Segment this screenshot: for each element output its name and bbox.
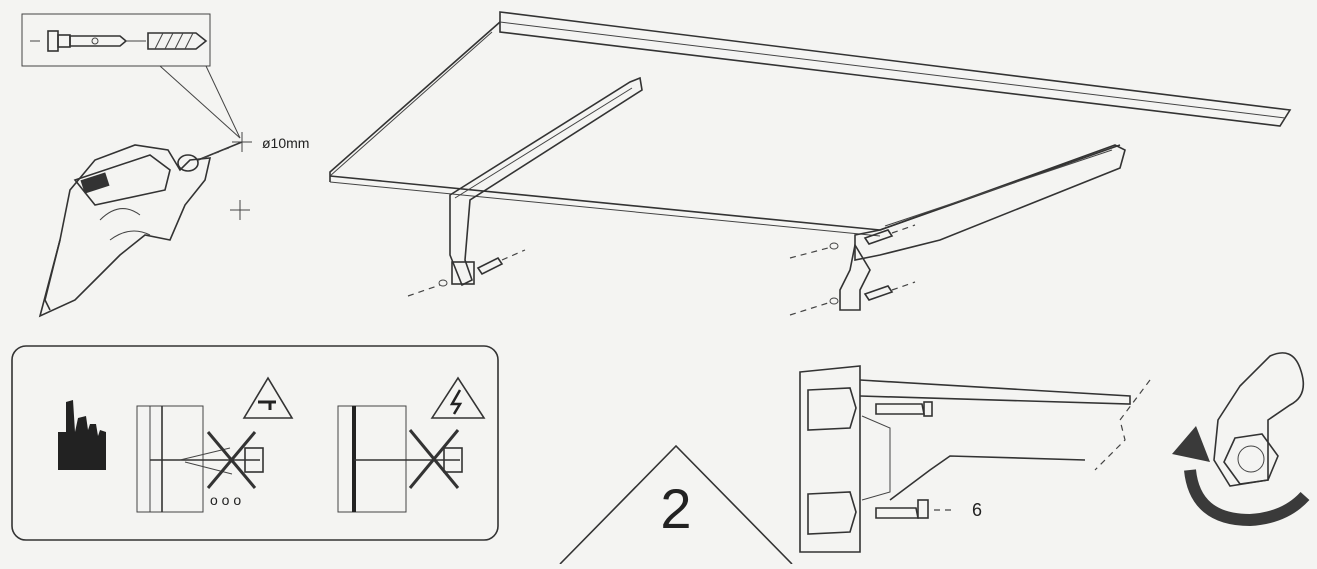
step-number: 2 [660, 477, 691, 540]
awning-frame [329, 11, 1292, 237]
step-indicator: 2 [559, 444, 793, 565]
drill-bit-size-label: ø10mm [262, 135, 309, 151]
electric-wire-wall-diagram [337, 405, 463, 513]
left-support-bracket [449, 76, 643, 287]
pointing-hand-icon [58, 400, 106, 470]
wall-section-detail [799, 365, 1151, 553]
wall-hazard-warning-panel: o o o [11, 345, 499, 541]
bolt-callout-label: 6 [972, 500, 982, 520]
drill-mark-crosshair [230, 132, 252, 220]
clockwise-arrow-icon [1172, 426, 1310, 527]
svg-text:o o o: o o o [210, 492, 241, 508]
right-support-bracket [839, 144, 1126, 311]
left-anchor-bolt [407, 249, 526, 297]
water-pipe-warning-icon [242, 376, 294, 419]
anchor-detail-inset [21, 13, 241, 139]
hand-drill-illustration [38, 141, 243, 318]
wrench-tightening-icon [1213, 352, 1305, 487]
anchor-bolt-icon [47, 30, 128, 52]
water-pipe-wall-diagram: o o o [136, 405, 264, 513]
high-voltage-warning-icon [430, 376, 486, 419]
drill-bit-icon [147, 32, 208, 50]
right-anchor-bolts [789, 224, 916, 316]
